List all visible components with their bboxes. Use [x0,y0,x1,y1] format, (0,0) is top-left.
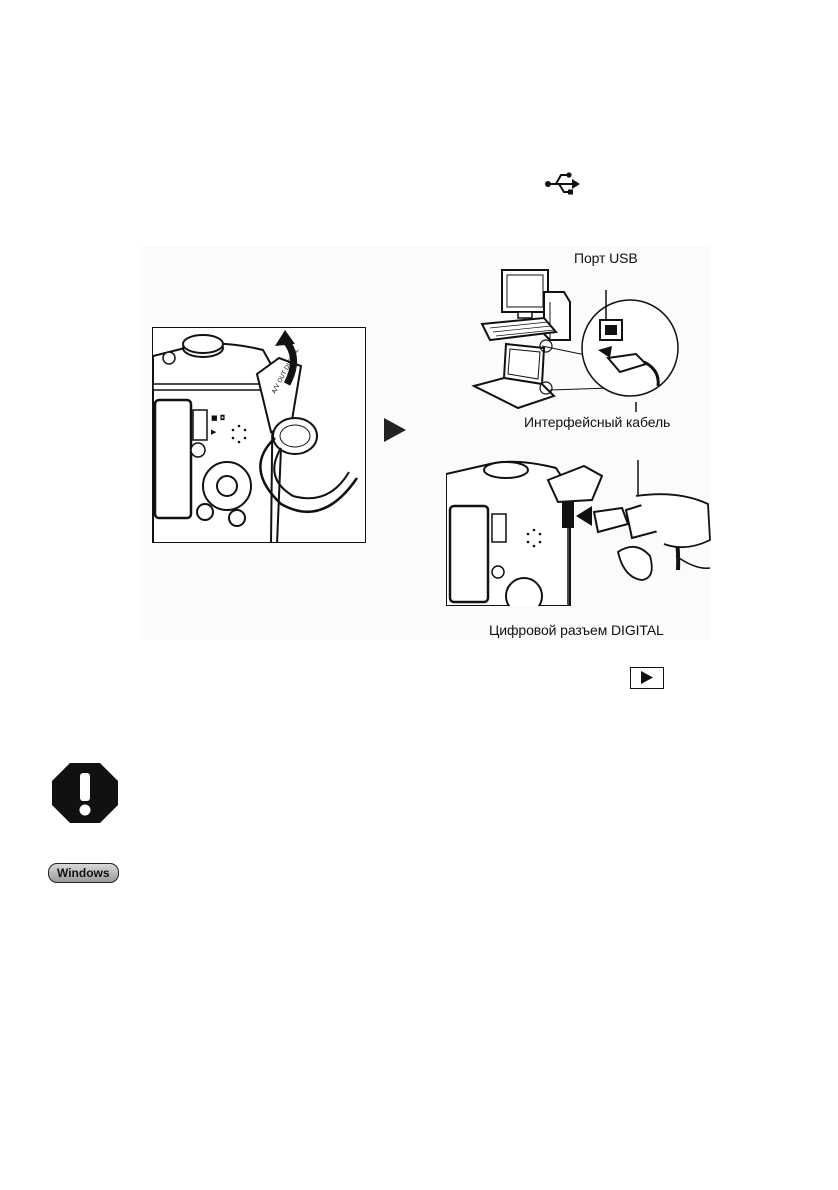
windows-badge: Windows [48,863,119,883]
playback-mode-icon [630,667,664,689]
next-step-arrow-icon [384,418,406,442]
camera-terminal-cover-illustration: ■ ◘ ▶ A/V OUT DIGITAL [152,327,366,543]
usb-icon [545,172,580,195]
camera-open-cover-drawing: ■ ◘ ▶ A/V OUT DIGITAL [153,330,359,542]
interface-cable-caption: Интерфейсный кабель [524,414,671,430]
computer-illustration [471,269,679,412]
svg-text:■ ◘: ■ ◘ [211,414,226,422]
digital-connector-caption: Цифровой разъем DIGITAL [489,622,664,638]
camera-cable-connection-drawing [446,460,711,606]
caution-icon [52,763,118,823]
usb-port-caption: Порт USB [574,250,638,266]
svg-text:▶: ▶ [211,428,217,436]
